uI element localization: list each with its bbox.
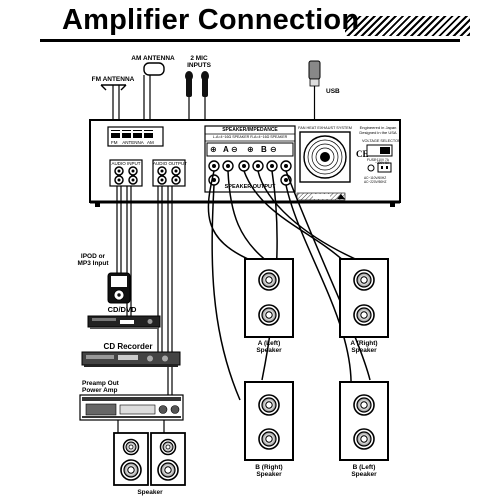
am-jack-label: AM xyxy=(147,140,154,145)
audio-input-label: AUDIO INPUT xyxy=(111,161,141,166)
speaker-icon xyxy=(113,432,149,486)
speaker-a-left-label-line1: A (Left) xyxy=(257,340,281,347)
svg-text:B: B xyxy=(261,145,267,154)
signal-cables xyxy=(116,186,173,433)
svg-text:⊖: ⊖ xyxy=(231,145,238,154)
ipod-label-line2: MP3 Input xyxy=(77,260,109,267)
ac-rating-1: AC~110V/60HZ xyxy=(364,176,387,180)
voltage-selector-label: VOLTAGE SELECTOR xyxy=(362,139,401,143)
ipod-label-line1: IPOD or xyxy=(80,253,106,260)
cd-recorder-icon xyxy=(81,351,181,367)
speaker-b-left-icon xyxy=(339,381,389,461)
speaker-a-left-icon xyxy=(244,258,294,338)
cd-recorder-label: CD Recorder xyxy=(103,342,153,351)
fan-label: FAN HEAT EXHAUST SYSTEM xyxy=(298,126,352,130)
power-amp-icon xyxy=(79,394,184,421)
engineered-label: Engineered in Japan xyxy=(359,125,397,130)
svg-text:CE: CE xyxy=(356,149,369,159)
speaker-b-right-label-line2: Speaker xyxy=(256,471,282,478)
fuse-rating-2: ~220V 5A xyxy=(375,161,390,165)
speaker-b-right-label-line1: B (Right) xyxy=(255,464,283,471)
preamp-label-line1: Preamp Out xyxy=(82,380,119,387)
fuse-label: FUSE xyxy=(367,158,377,162)
cd-dvd-player-icon xyxy=(87,315,161,329)
fm-jack-label: FM xyxy=(111,140,118,145)
usb-label: USB xyxy=(326,88,340,95)
page-title: Amplifier Connection xyxy=(62,4,360,36)
microphone-icon xyxy=(201,71,209,127)
usb-drive-icon xyxy=(308,60,321,127)
speaker-b-left-label-line1: B (Left) xyxy=(352,464,376,471)
mic-inputs-label-line2: INPUTS xyxy=(187,62,211,69)
ipod-icon xyxy=(107,272,131,304)
fuse-rating-1: ~110V 7A xyxy=(375,158,389,162)
speaker-b-left-label-line2: Speaker xyxy=(351,471,377,478)
am-antenna-label: AM ANTENNA xyxy=(131,55,175,62)
mic-inputs-label-line1: 2 MIC xyxy=(190,55,208,62)
svg-text:⊕: ⊕ xyxy=(210,145,217,154)
title-decoration-stripes xyxy=(345,16,470,36)
audio-output-label: AUDIO OUTPUT xyxy=(153,161,188,166)
microphone-icon xyxy=(185,71,193,127)
title-underline xyxy=(40,39,460,42)
preamp-label-line2: Power Amp xyxy=(82,387,118,394)
speaker-a-right-label-line1: A (Right) xyxy=(350,340,378,347)
speaker-a-right-label-line2: Speaker xyxy=(351,347,377,354)
designed-label: Designed in the USA xyxy=(359,130,397,135)
fm-antenna-label: FM ANTENNA xyxy=(91,76,135,83)
speaker-output-label: SPEAKER OUTPUT xyxy=(224,184,276,190)
speaker-icon xyxy=(150,432,186,486)
svg-text:⊕: ⊕ xyxy=(247,145,254,154)
svg-text:⊖: ⊖ xyxy=(270,145,277,154)
ac-rating-2: AC~220V/50HZ xyxy=(364,180,387,184)
speaker-spec-label: L-A=4~16Ω SPEAKER R-A=4~16Ω SPEAKER xyxy=(212,135,288,139)
speaker-b-right-icon xyxy=(244,381,294,461)
svg-text:A: A xyxy=(223,145,229,154)
speaker-a-left-label-line2: Speaker xyxy=(256,347,282,354)
speaker-impedance-label: SPEAKER/IMPEDANCE xyxy=(222,127,278,133)
am-antenna-icon xyxy=(143,62,165,127)
cd-dvd-label: CD/DVD xyxy=(107,305,137,314)
antenna-jack-label: ANTENNA xyxy=(122,140,144,145)
bottom-speaker-label: Speaker xyxy=(137,489,163,496)
speaker-a-right-icon xyxy=(339,258,389,338)
amplifier-back-panel: A B ⊕ ⊖ ⊕ ⊖ CE xyxy=(89,119,401,207)
